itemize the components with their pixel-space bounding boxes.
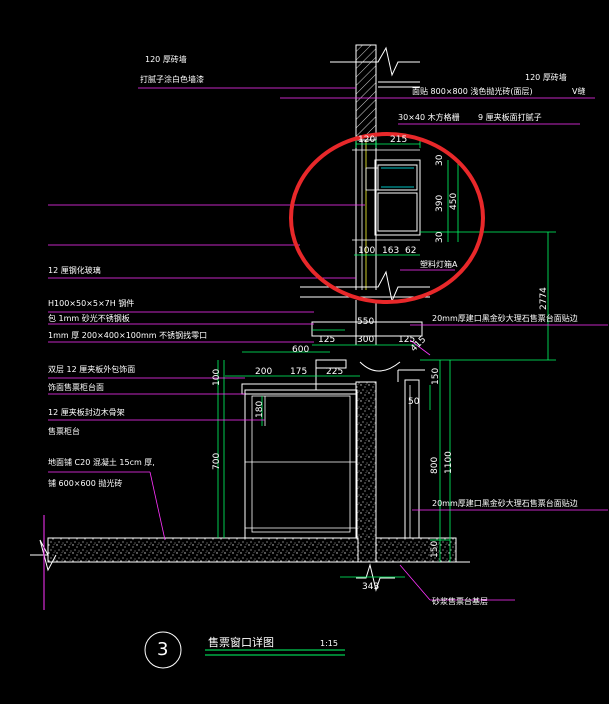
dim-800: 800: [430, 457, 440, 474]
dim-100b: 100: [212, 369, 222, 386]
label-stainless: 包 1mm 砂光不锈钢板: [48, 313, 130, 323]
label-marble-right-bottom: 20mm厚建口黑金砂大理石售票台面贴边: [432, 498, 578, 508]
upper-wall: [330, 44, 420, 290]
label-wall-120-right: 120 厚砖墙: [525, 72, 567, 82]
concrete-column: [355, 381, 377, 563]
label-floor-tile: 面贴 800×800 浅色抛光砖(面层): [412, 86, 533, 96]
detail-number: 3: [157, 639, 168, 660]
dim-30b: 30: [435, 231, 445, 243]
dim-125b: 125: [398, 335, 415, 345]
dim-50: 50: [408, 397, 420, 407]
label-marble-right-top: 20mm厚建口黑金砂大理石售票台面贴边: [432, 313, 578, 323]
counter-top: [241, 300, 423, 395]
label-glass: 12 厘钢化玻璃: [48, 265, 101, 275]
label-ticket-counter-face: 饰面售票柜台面: [48, 382, 104, 392]
label-wall-120-top-sub: 打腻子涂白色墙漆: [140, 74, 204, 84]
dim-200: 200: [255, 367, 272, 377]
dim-120: 120: [358, 135, 375, 145]
dim-390: 390: [435, 195, 445, 212]
dim-150a: 150: [431, 368, 441, 385]
mid-break: [300, 270, 430, 303]
highlight-circle: [289, 132, 485, 304]
label-wood-strip: 30×40 木方格栅: [398, 112, 460, 122]
label-floor-tile2: 铺 600×600 抛光砖: [48, 478, 122, 488]
dim-700: 700: [212, 453, 222, 470]
label-acrylic: 塑料灯箱A: [420, 259, 458, 269]
dim-1100: 1100: [444, 451, 454, 474]
label-plywood-clad: 双层 12 厘夹板外包饰面: [48, 364, 135, 374]
dim-180: 180: [255, 401, 265, 418]
label-ticket-counter: 售票柜台: [48, 426, 80, 436]
window-frame: [352, 149, 421, 241]
dim-125a: 125: [318, 335, 335, 345]
dim-100: 100: [358, 246, 375, 256]
label-counter-base: 砂浆售票台基层: [432, 596, 488, 606]
dim-215: 215: [390, 135, 407, 145]
label-wall-120-top: 120 厚砖墙: [145, 54, 187, 64]
label-plywood-frame: 12 厘夹板封边木骨架: [48, 407, 125, 417]
dim-600: 600: [292, 345, 309, 355]
dim-343: 343: [362, 582, 379, 592]
label-steel: H100×50×5×7H 钢件: [48, 298, 134, 308]
leader-lines: [48, 87, 608, 601]
dim-225: 225: [326, 367, 343, 377]
drawing-title: 售票窗口详图: [208, 635, 274, 649]
dim-450: 450: [449, 193, 459, 210]
drawing-scale: 1:15: [320, 639, 338, 648]
dimension-lines: [217, 140, 556, 578]
dim-550: 550: [357, 317, 374, 327]
dim-175: 175: [290, 367, 307, 377]
label-plywood: 9 厘夹板面打腻子: [478, 112, 542, 122]
label-floor-tile-right: V缝: [572, 86, 585, 96]
dim-300: 300: [357, 335, 374, 345]
detail-bubble: [144, 631, 345, 669]
dim-62: 62: [405, 246, 416, 256]
floor-slab: [30, 537, 470, 592]
dim-2774: 2774: [539, 287, 549, 310]
dim-163: 163: [382, 246, 399, 256]
label-stainless-box: 1mm 厚 200×400×100mm 不锈钢找零口: [48, 330, 207, 340]
dim-30a: 30: [435, 154, 445, 166]
label-floor-concrete: 地面铺 C20 混凝土 15cm 厚,: [48, 457, 155, 467]
dim-150b: 150: [430, 541, 440, 558]
